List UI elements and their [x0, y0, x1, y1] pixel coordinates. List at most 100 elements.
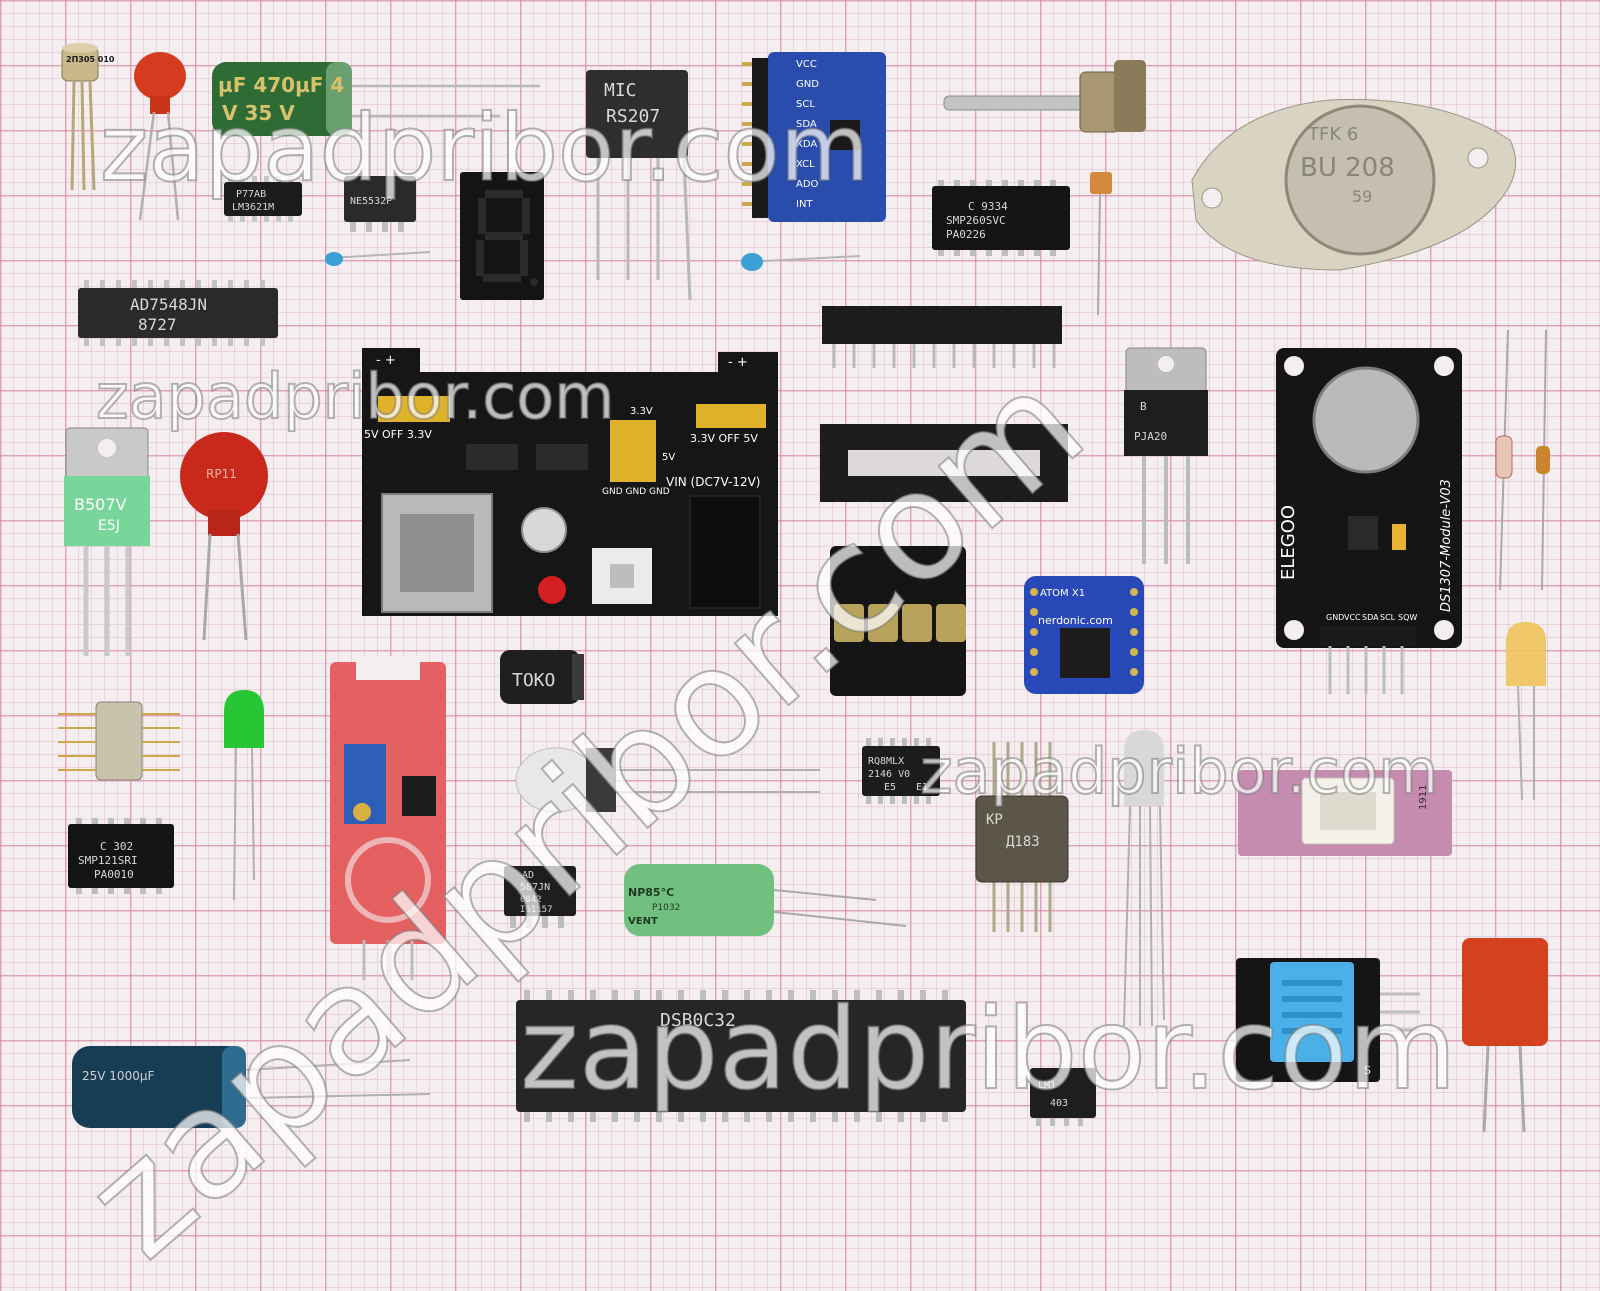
inductor-label: TOKO [512, 670, 555, 691]
dip24-ad7548jn: AD7548JN 8727 [78, 280, 278, 346]
ad587-line2: 587JN [520, 882, 550, 893]
smp260-line3: PA0226 [946, 228, 986, 241]
trimmer-array-board [830, 546, 966, 696]
electrolytic-470-voltage-label: V 35 V [222, 101, 295, 125]
smd-ic-lm3621m: P77AB LM3621M [224, 176, 302, 222]
rtc-pin-sqw: SQW [1398, 613, 1417, 622]
dip8-ne5532: NE5532P [344, 176, 416, 232]
ceramic-ic-label: 1911 [1418, 785, 1429, 810]
pin-header-socket [822, 306, 1062, 368]
rtc-pin-vcc: VCC [1344, 613, 1361, 622]
atom-board-line1: ATOM X1 [1040, 588, 1085, 599]
gy521-pin-1: VCC [796, 59, 817, 70]
gy521-pin-7: ADO [796, 179, 819, 190]
dht11-sensor-module: S [1236, 958, 1420, 1082]
ds1307-rtc-module: ELEGOO DS1307-Module-V03 GND VCC SDA SCL… [1276, 348, 1462, 694]
metal-flatpack-ic-left [58, 701, 180, 781]
gy521-pin-3: SCL [796, 99, 815, 110]
smp121sri-ic: C 302 SMP121SRI PA0010 [68, 818, 174, 894]
soic-line1: RQ8MLX [868, 756, 904, 767]
yellow-led [1506, 622, 1546, 801]
dht-board-label: S [1364, 1064, 1371, 1077]
np-cap-line2: P1032 [652, 903, 680, 913]
psu-right-switch-label: 3.3V OFF 5V [690, 432, 758, 445]
gy521-pin-2: GND [796, 79, 819, 90]
psu-3v3-label: 3.3V [630, 406, 653, 417]
axial-resistor-right [1495, 329, 1513, 591]
power-transistor-line2: BU 208 [1300, 153, 1395, 183]
electrolytic-capacitor-470uf: µF 470µF 4 V 35 V [212, 62, 540, 136]
blue-axial-component-left [325, 251, 431, 266]
rtc-pin-scl: SCL [1380, 613, 1396, 622]
green-np-capacitor: NP85°C P1032 VENT [624, 864, 907, 936]
soic-line4: E1 [916, 782, 928, 793]
ad587-line4: I61157 [520, 905, 553, 915]
psu-right-polarity: - + [728, 355, 748, 370]
axial-diode-right [1536, 329, 1550, 591]
ad587-line3: 0042 [520, 895, 542, 905]
soic-bottom-line2: 403 [1050, 1098, 1068, 1109]
gy521-accelerometer-module: VCC GND SCL SDA XDA XCL ADO INT [742, 52, 886, 222]
rtc-pin-gnd: GND [1326, 613, 1344, 622]
atom-x1-board: ATOM X1 nerdonic.com [1024, 576, 1144, 694]
to220-green-line2: E5J [98, 518, 120, 534]
dip40-label: DSB0C32 [660, 1010, 736, 1031]
bridge-label-1: MIC [604, 80, 637, 101]
blue-axial-component-right [741, 253, 861, 271]
to220-transistor-green: B507V E5J [64, 427, 150, 656]
to220-right-line2: PJA20 [1134, 430, 1167, 443]
atom-board-line2: nerdonic.com [1038, 614, 1113, 627]
gy521-pin-8: INT [796, 199, 813, 210]
diffused-led-tall [1123, 730, 1165, 1027]
rotary-potentiometer [943, 60, 1146, 133]
psu-5v-label: 5V [662, 452, 675, 463]
np-cap-line3: VENT [628, 916, 658, 927]
dip24-line1: AD7548JN [130, 295, 207, 314]
soic-line2: 2146 V0 [868, 769, 910, 780]
smp121-line3: PA0010 [94, 868, 134, 881]
bridge-rectifier-rs207: MIC RS207 [586, 70, 692, 301]
psu-left-polarity: - + [376, 353, 396, 368]
gy521-pin-5: XDA [796, 139, 817, 150]
electrolytic-470-label: µF 470µF 4 [218, 73, 344, 97]
power-transistor-line3: 59 [1352, 187, 1372, 206]
psu-gnd-label: GND GND GND [602, 487, 670, 497]
metal-can-transistor: 2П305 010 [61, 43, 115, 191]
dip8-label: NE5532P [350, 196, 392, 207]
gy521-pin-4: SDA [796, 119, 817, 130]
blue-cap-label: 25V 1000µF [82, 1069, 154, 1083]
smp260-line1: C 9334 [968, 200, 1008, 213]
bridge-label-2: RS207 [606, 106, 660, 127]
rtc-model-label: DS1307-Module-V03 [1439, 479, 1454, 612]
rtc-brand-label: ELEGOO [1278, 505, 1299, 580]
to220-transistor-right: B PJA20 [1124, 347, 1208, 564]
varistor-rp11: RP11 [180, 432, 268, 641]
to220-right-line1: B [1140, 400, 1147, 413]
psu-left-switch-label: 5V OFF 3.3V [364, 428, 432, 441]
metal-flatpack-d183: КР Д183 [975, 742, 1069, 932]
power-transistor-line1: TFK 6 [1307, 124, 1358, 145]
soic-rq8mlx: RQ8MLX 2146 V0 E5 E1 [862, 738, 940, 804]
component-scene: 2П305 010 µF 470µF 4 V 35 V P77AB LM3621… [58, 43, 1550, 1133]
seven-segment-display [460, 172, 544, 300]
green-led [224, 690, 264, 901]
varistor-label: RP11 [206, 467, 237, 481]
np-cap-line1: NP85°C [628, 886, 674, 899]
soic-line3: E5 [884, 782, 896, 793]
gy521-pin-6: XCL [796, 159, 815, 170]
dip8-ad587jn: AD 587JN 0042 I61157 [504, 866, 576, 928]
dip40-microcontroller: DSB0C32 [516, 990, 966, 1122]
orange-ptc-fuse [1462, 938, 1548, 1133]
flatpack-line2: Д183 [1006, 834, 1040, 850]
small-orange-capacitor [1090, 172, 1112, 316]
smp260-line2: SMP260SVC [946, 214, 1006, 227]
smd-ic-1-line2: LM3621M [232, 202, 274, 213]
flatpack-line1: КР [986, 812, 1003, 828]
soic-bottom: LM1 403 [1030, 1068, 1096, 1126]
transistor-can-label: 2П305 010 [66, 55, 115, 64]
blue-electrolytic-capacitor: 25V 1000µF [72, 1046, 431, 1128]
ceramic-disc-capacitor [134, 52, 186, 221]
smd-ic-1-line1: P77AB [236, 189, 266, 200]
clear-led-horizontal [515, 747, 820, 813]
psu-vin-label: VIN (DC7V-12V) [666, 475, 760, 489]
